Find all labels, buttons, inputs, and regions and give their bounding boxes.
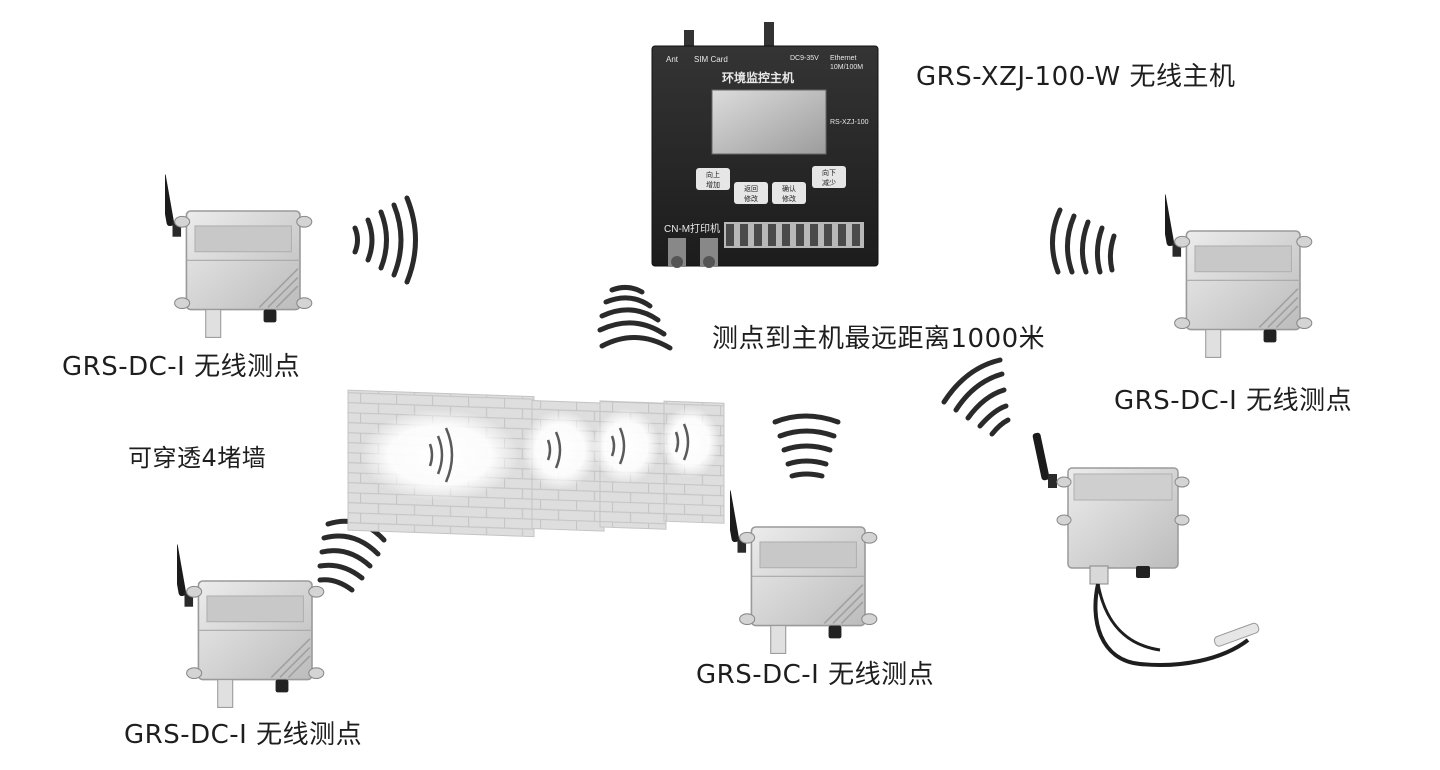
distance-annotation: 测点到主机最远距离1000米	[712, 324, 1046, 354]
host-panel-title: 环境监控主机	[722, 70, 794, 85]
host-button-2-bottom[interactable]: 修改	[744, 194, 758, 203]
host-port-speed: 10M/100M	[830, 64, 863, 71]
host-port-ethernet: Ethernet	[830, 55, 857, 62]
wave-center-lower	[772, 413, 841, 479]
host-port-power: DC9-35V	[790, 55, 819, 62]
sensor-device-bottom-middle	[730, 487, 878, 655]
sensor-device-right	[1165, 191, 1313, 359]
host-panel-text: Ant SIM Card DC9-35V Ethernet 10M/100M 环…	[664, 55, 869, 235]
host-button-4-top[interactable]: 向下	[822, 168, 836, 177]
wave-right-lower	[941, 357, 1011, 437]
probe-sensor-device	[1032, 432, 1260, 667]
host-device	[651, 22, 879, 268]
signal-waves	[317, 195, 1117, 593]
sensor-caption-top-left: GRS-DC-I 无线测点	[62, 352, 301, 382]
host-port-sim: SIM Card	[694, 55, 728, 64]
host-model-tag: RS-XZJ-100	[830, 119, 869, 126]
host-keypad: 向上 增加 返回 修改 确认 修改 向下 减少	[706, 168, 836, 203]
host-button-3-top[interactable]: 确认	[782, 184, 796, 193]
sensor-caption-bottom-left: GRS-DC-I 无线测点	[124, 720, 363, 750]
wall-penetration-annotation: 可穿透4堵墙	[128, 444, 267, 472]
sensor-caption-bottom-middle: GRS-DC-I 无线测点	[696, 660, 935, 690]
host-button-2-top[interactable]: 返回	[744, 185, 758, 193]
brick-walls	[347, 389, 725, 538]
host-port-printer: 打印机	[690, 222, 720, 235]
host-button-1-bottom[interactable]: 增加	[706, 180, 720, 189]
host-button-1-top[interactable]: 向上	[706, 170, 720, 179]
host-port-ant: Ant	[666, 55, 679, 64]
sensor-device-top-left	[165, 171, 313, 339]
sensor-caption-right: GRS-DC-I 无线测点	[1114, 386, 1353, 416]
wave-top-left	[352, 195, 418, 285]
host-caption: GRS-XZJ-100-W 无线主机	[916, 62, 1236, 92]
host-button-4-bottom[interactable]: 减少	[822, 178, 836, 187]
host-port-cnm: CN-M	[664, 224, 690, 235]
wave-right-upper	[1049, 207, 1117, 275]
sensor-device-bottom-left	[177, 541, 325, 709]
wave-bottom-left	[317, 518, 387, 593]
host-button-3-bottom[interactable]: 修改	[782, 194, 796, 203]
wave-center-upper	[597, 284, 673, 351]
